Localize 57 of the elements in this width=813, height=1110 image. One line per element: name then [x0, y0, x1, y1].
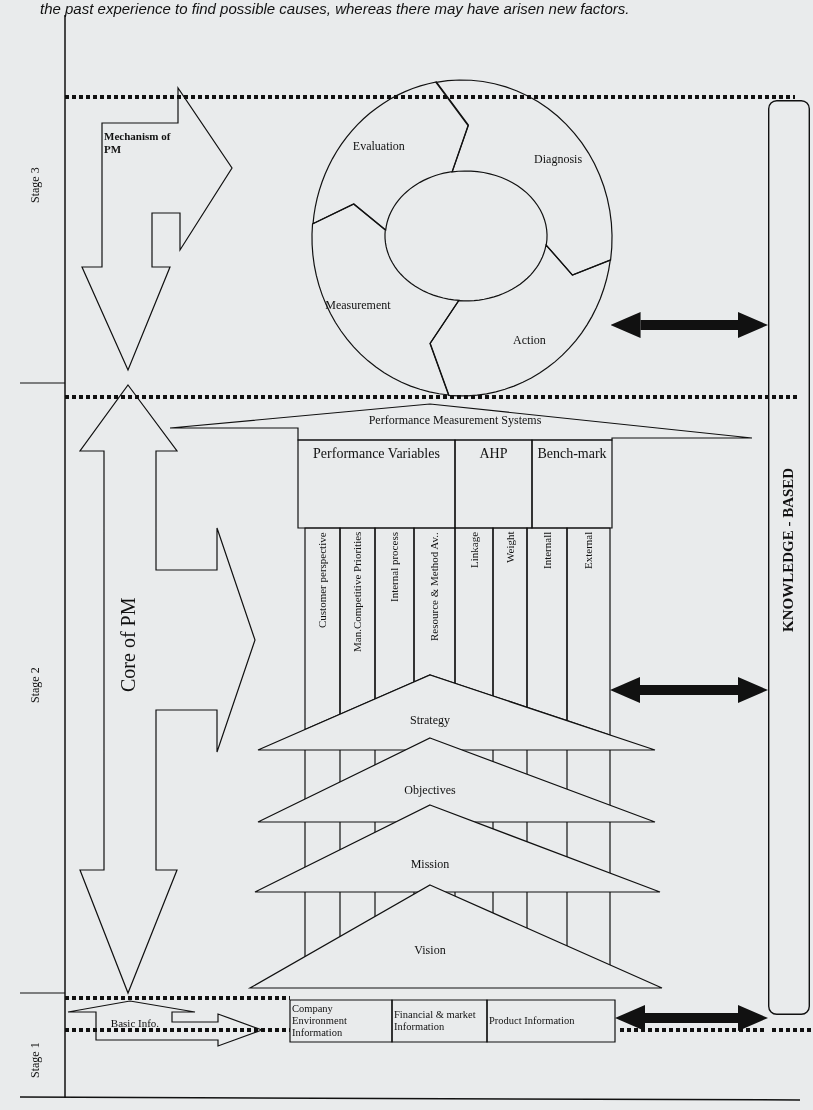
triangle-layer	[258, 675, 655, 750]
triangle-layer	[258, 738, 655, 822]
triangle-layer	[255, 805, 660, 892]
layer-label: Vision	[413, 942, 447, 960]
column-label: Man.Competitive Priorities	[350, 532, 365, 655]
layer-label: Strategy	[409, 712, 451, 730]
arrow-label: Basic Info.	[109, 1015, 161, 1031]
header-label: Bench-mark	[536, 446, 608, 463]
header-label: AHP	[478, 446, 509, 463]
column-label: Internal process	[387, 532, 402, 604]
table-column	[567, 528, 610, 735]
cycle-segment	[312, 204, 459, 396]
caption-text: the past experience to find possible causes, whereas there may have arisen new factors.	[40, 0, 631, 17]
stage-label: Stage 2	[26, 666, 43, 705]
cycle-step-label: Measurement	[324, 297, 392, 314]
header-label: Performance Variables	[312, 446, 441, 463]
column-label: External	[581, 532, 596, 572]
arrow-label: Core of PM	[115, 596, 140, 695]
stage-label: Stage 3	[26, 166, 43, 205]
column-label: Internall	[539, 532, 554, 572]
cycle-step-label: Diagnosis	[533, 151, 584, 168]
info-box	[392, 1000, 487, 1042]
column-label: Customer perspective	[315, 532, 330, 630]
table-header-box	[298, 440, 455, 528]
table-column	[305, 528, 340, 730]
info-label: Product Information	[489, 1013, 576, 1028]
roof-label: Performance Measurement Systems	[367, 412, 543, 430]
table-header-box	[532, 440, 612, 528]
panel-label: KNOWLEDGE - BASED	[779, 466, 798, 635]
cycle-step-label: Evaluation	[351, 138, 406, 156]
cycle-segment	[312, 82, 468, 231]
cycle-step-label: Action	[512, 331, 547, 349]
roof-shape	[170, 404, 752, 440]
double-headed-arrow	[610, 312, 768, 338]
double-arrow	[80, 385, 255, 993]
table-header-box	[455, 440, 532, 528]
rounded-panel	[768, 100, 810, 1015]
column-label: Resource & Method Av..	[427, 532, 442, 643]
info-box	[487, 1000, 615, 1042]
info-box	[290, 1000, 392, 1042]
double-headed-arrow	[610, 677, 768, 703]
layer-label: Mission	[409, 856, 451, 874]
info-label: Company Environment Information	[292, 1002, 348, 1040]
info-label: Financial & market Information	[394, 1007, 477, 1034]
table-column	[375, 528, 414, 699]
cycle-segment	[430, 245, 611, 396]
table-column	[340, 528, 375, 715]
stage-label: Stage 1	[26, 1041, 43, 1080]
arrow-label: Mechanism of PM	[104, 129, 172, 157]
layer-label: Objectives	[403, 782, 457, 800]
table-column	[414, 528, 455, 684]
column-label: Weight	[502, 532, 517, 566]
bent-arrow	[68, 1001, 262, 1046]
double-headed-arrow	[615, 1005, 768, 1031]
triangle-layer	[250, 885, 662, 988]
bent-arrow	[82, 88, 232, 370]
column-label: Linkage	[466, 532, 481, 571]
